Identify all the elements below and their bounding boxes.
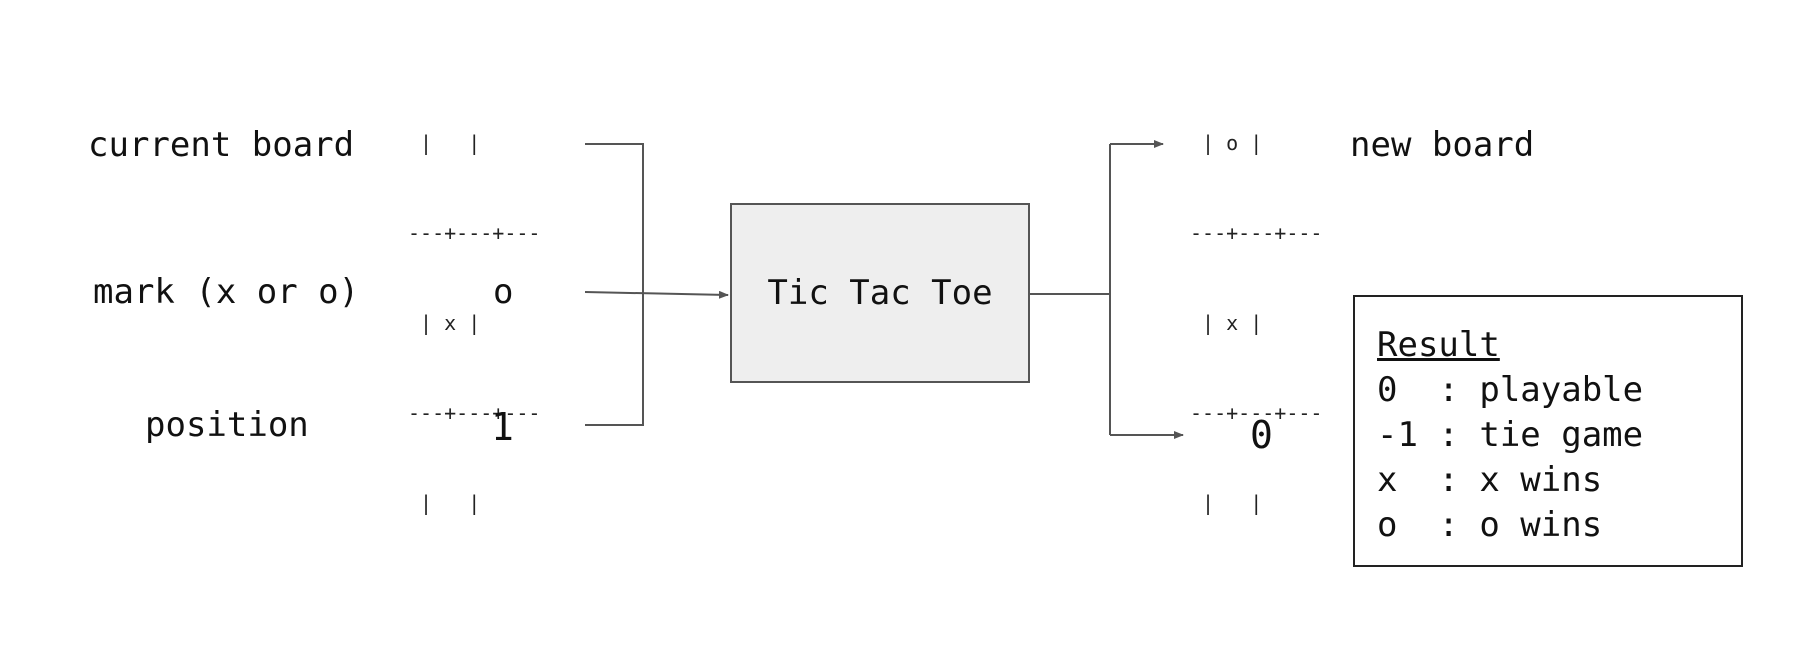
position-label: position [145,405,309,445]
function-label: Tic Tac Toe [767,273,993,313]
current-board-separator: ---+---+--- [408,221,541,245]
new-board-separator: ---+---+--- [1190,221,1323,245]
legend-row: -1 : tie game [1377,415,1644,455]
new-board-row: | | [1190,491,1275,515]
mark-arrow [584,290,729,299]
result-value: 0 [1250,413,1273,457]
new-board-row: | x | [1190,311,1275,335]
new-board: | o | ---+---+--- | x | ---+---+--- | | [1190,68,1322,578]
legend-row: x : x wins [1377,460,1603,500]
current-board-separator: ---+---+--- [408,401,541,425]
current-board-row: | | [408,131,493,155]
new-board-label: new board [1350,125,1535,165]
current-board-label: current board [88,125,355,165]
mark-label: mark (x or o) [93,272,360,312]
legend-row: o : o wins [1377,505,1603,545]
new-board-row: | o | [1190,131,1275,155]
board-connector [585,143,644,426]
new-board-separator: ---+---+--- [1190,401,1323,425]
mark-value: o [493,272,514,312]
result-legend: Result 0 : playable -1 : tie game x : x … [1353,295,1743,567]
legend-row: 0 : playable [1377,370,1644,410]
current-board: | | ---+---+--- | x | ---+---+--- | | [408,68,540,578]
legend-title: Result [1377,325,1500,365]
tic-tac-toe-box: Tic Tac Toe [730,203,1030,383]
current-board-row: | x | [408,311,493,335]
position-value: 1 [491,405,514,449]
current-board-row: | | [408,491,493,515]
